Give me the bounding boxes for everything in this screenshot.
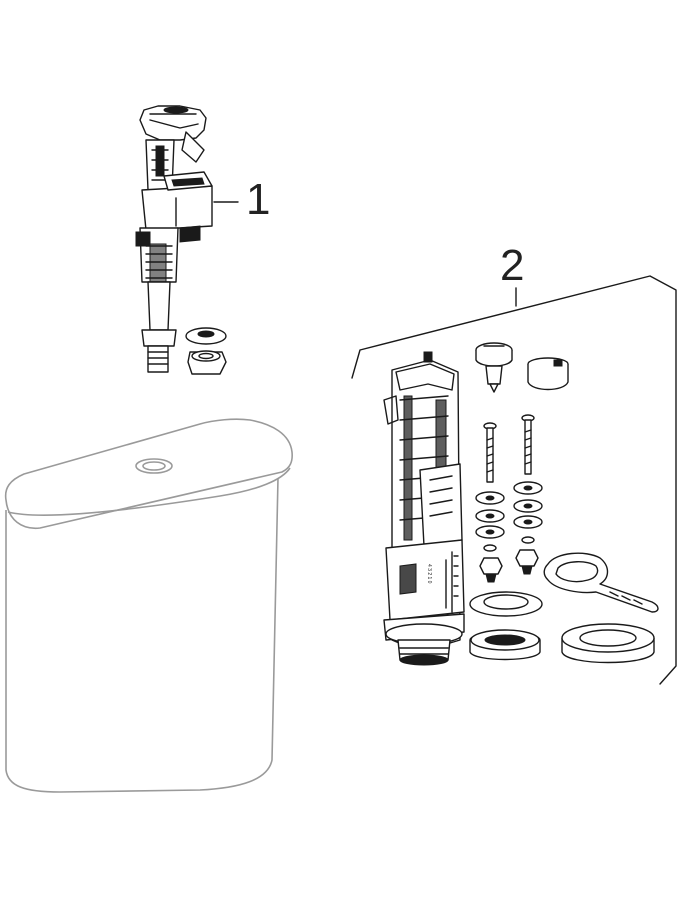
- flush-button: [475, 342, 513, 393]
- fill-valve: [135, 105, 213, 373]
- seal-ring: [469, 591, 543, 617]
- lock-nut: [469, 629, 541, 661]
- button-cap: [527, 357, 569, 391]
- callout-number-2: 2: [500, 241, 525, 290]
- bolt-left: [483, 422, 497, 483]
- valve-scale: 4 3 2 1 0: [426, 564, 432, 584]
- callout-number-1: 1: [246, 175, 271, 224]
- foam-gasket: [561, 623, 655, 664]
- fill-valve-washers: [185, 327, 227, 375]
- cistern: [4, 418, 293, 793]
- bolt-right: [521, 414, 535, 475]
- spanner-wrench: [543, 552, 659, 613]
- washers: [475, 481, 543, 552]
- flush-valve: [383, 351, 465, 666]
- nuts: [479, 549, 539, 583]
- kit-outline: [351, 275, 677, 685]
